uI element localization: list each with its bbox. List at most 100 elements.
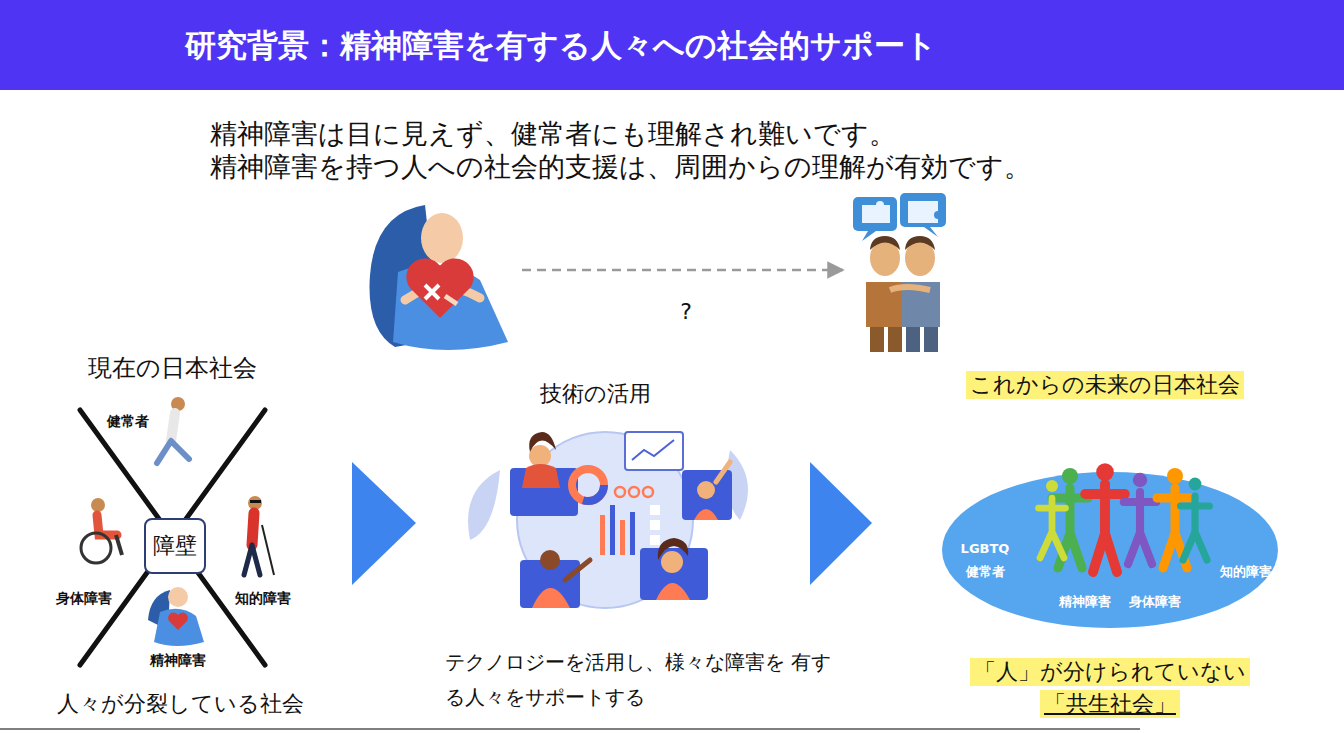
technology-illustration-part <box>540 550 560 570</box>
wheelchair-person-part <box>81 533 111 563</box>
technology-illustration-part <box>572 469 604 501</box>
technology-illustration-part <box>625 432 683 470</box>
technology-illustration-part <box>565 560 590 580</box>
technology-illustration-part <box>643 487 653 497</box>
group-label: 知的障害 <box>235 590 291 608</box>
bottom-rule <box>0 728 1140 730</box>
sad-person-small-part <box>168 587 188 607</box>
sad-person-small-part <box>154 609 204 646</box>
section-heading: これからの未来の日本社会 <box>966 371 1244 399</box>
two-men-figure <box>853 193 946 352</box>
wheelchair-person <box>81 498 122 563</box>
two-men-figure-part <box>908 201 938 223</box>
group-label: LGBTQ <box>961 541 1010 556</box>
technology-illustration-part <box>656 583 690 600</box>
question-mark: ? <box>680 298 692 326</box>
section-heading: 技術の活用 <box>540 380 651 408</box>
technology-illustration-part <box>529 445 551 467</box>
sad-woman-figure-part <box>445 296 457 304</box>
two-men-figure-part <box>870 236 900 250</box>
flow-chevron <box>352 462 416 585</box>
person-head <box>1167 468 1183 484</box>
barrier-text-holder: 障壁 <box>153 533 197 559</box>
technology-illustration-part <box>661 551 683 573</box>
section-heading: 現在の日本社会 <box>88 353 257 383</box>
technology-illustration-part <box>600 515 605 555</box>
person-head <box>1096 463 1114 481</box>
technology-illustration-part <box>529 432 556 452</box>
two-men-figure-part <box>862 231 876 241</box>
group-label: 健常者 <box>966 563 1005 581</box>
sad-woman-figure-part <box>425 285 439 299</box>
technology-illustration-part <box>650 505 660 515</box>
section-caption: 「人」が分けられていない <box>970 658 1250 686</box>
group-label: 精神障害 <box>1059 593 1111 611</box>
barrier-box: 障壁 <box>144 518 206 574</box>
two-men-figure-part <box>924 227 938 237</box>
technology-illustration-part <box>629 487 639 497</box>
technology-illustration-part <box>658 538 688 560</box>
person-head <box>1046 480 1058 492</box>
blind-person-part <box>262 525 274 575</box>
person-body <box>1039 498 1066 558</box>
technology-illustration-part <box>650 520 660 530</box>
blind-person-part <box>250 500 261 503</box>
sad-woman-figure <box>370 205 508 350</box>
section-caption: 「共生社会」 <box>1040 690 1180 718</box>
technology-illustration-part <box>632 440 674 460</box>
node-text: 障壁 <box>153 533 197 559</box>
blind-person-part <box>252 513 254 545</box>
group-label: 知的障害 <box>1220 563 1272 581</box>
two-men-figure-part <box>900 193 946 227</box>
sad-person-small <box>148 587 204 646</box>
sad-woman-figure-part <box>421 213 463 263</box>
intro-line: 精神障害は目に見えず、健常者にも理解され難いです。 <box>210 117 896 151</box>
group-label: 精神障害 <box>150 652 206 670</box>
technology-illustration-part <box>716 462 730 482</box>
title-bar <box>0 0 1344 90</box>
two-men-figure-part <box>906 327 920 352</box>
two-men-figure-part <box>924 327 938 352</box>
two-men-figure-part <box>853 197 897 231</box>
divide-cross-part <box>80 410 265 665</box>
two-men-figure-part <box>862 201 890 223</box>
walking-person-part <box>157 441 189 463</box>
person-body <box>1085 484 1125 572</box>
slide-title: 研究背景：精神障害を有する人々への社会的サポート <box>185 26 937 65</box>
two-men-figure-part <box>870 327 884 352</box>
person-body <box>1181 496 1210 560</box>
flow-chevron <box>810 462 872 585</box>
dashed-arrow <box>522 269 843 272</box>
technology-illustration-part <box>572 469 604 501</box>
sad-person-small-part <box>168 613 188 630</box>
people-figures <box>1039 463 1210 572</box>
technology-illustration-part <box>615 487 625 497</box>
person-body <box>1124 492 1156 564</box>
divide-cross-part <box>80 410 265 665</box>
technology-illustration-part <box>522 464 560 488</box>
wheelchair-person-part <box>91 498 105 512</box>
walking-person <box>157 397 189 463</box>
person-body <box>1052 488 1088 568</box>
person-head <box>1133 473 1147 487</box>
sad-woman-figure-part <box>406 258 473 318</box>
person-head <box>1062 468 1078 484</box>
technology-illustration-part <box>682 470 732 520</box>
technology-illustration-part <box>468 470 500 540</box>
group-label: 身体障害 <box>56 590 112 608</box>
blind-person-part <box>244 545 260 575</box>
wheelchair-person-part <box>116 535 122 555</box>
two-men-figure-part <box>890 287 930 290</box>
group-label: 身体障害 <box>1129 593 1181 611</box>
technology-illustration-part <box>620 520 625 555</box>
two-men-figure-part <box>905 236 935 250</box>
society-ellipse: LGBTQ 健常者 知的障害精神障害身体障害 <box>940 452 1280 632</box>
technology-illustration-part <box>650 535 660 545</box>
technology-illustration <box>468 432 748 608</box>
group-label: 健常者 <box>107 413 149 431</box>
section-caption: テクノロジーを活用し、様々な障害を 有する人々をサポートする <box>445 645 835 715</box>
walking-person-part <box>171 413 175 441</box>
two-men-figure-part <box>888 327 902 352</box>
section-caption: 人々が分裂している社会 <box>57 690 304 718</box>
